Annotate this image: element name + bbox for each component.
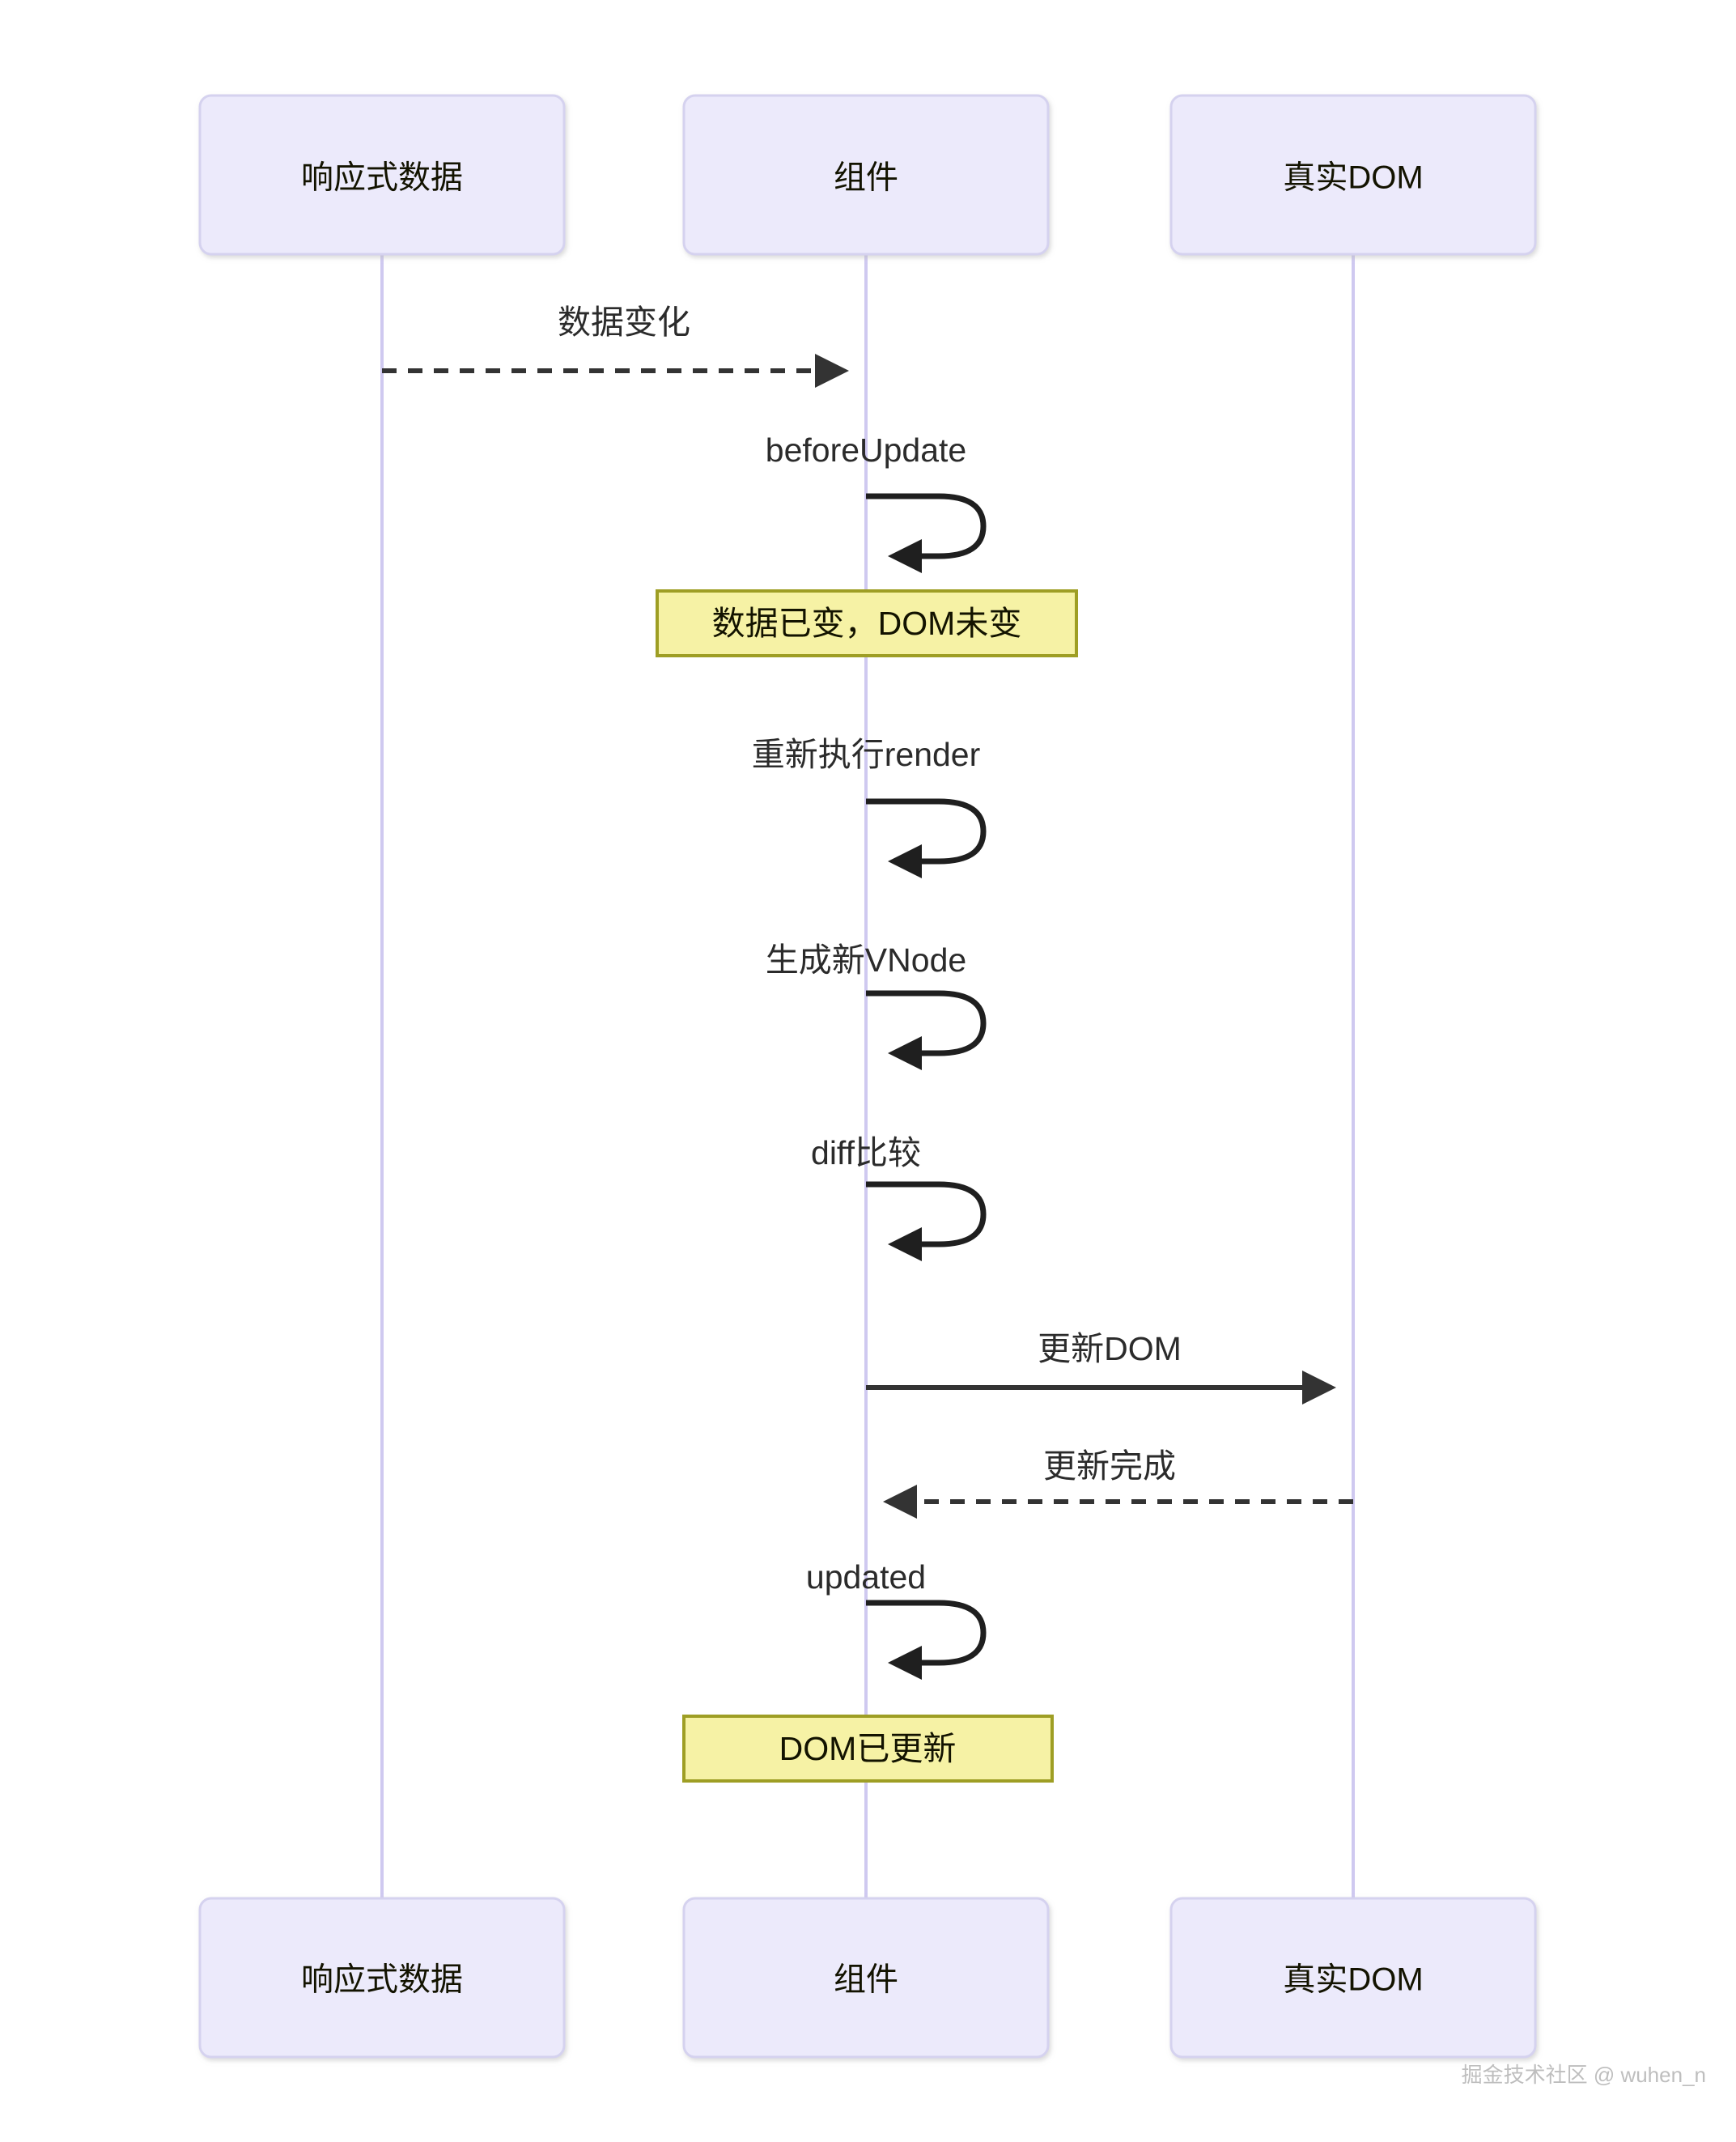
note-dom-updated-text: DOM已更新 (779, 1730, 957, 1767)
actor-top-reactive-data-rect[interactable] (198, 94, 566, 256)
actor-top-real-dom[interactable]: 真实DOM (1169, 94, 1537, 256)
message-data-change: 数据变化 (382, 304, 849, 388)
note-dom-updated: DOM已更新 (682, 1715, 1054, 1783)
actor-bottom-component-rect[interactable] (682, 1897, 1050, 2059)
actor-boxes-top: 响应式数据 组件 真实DOM (198, 94, 1537, 256)
note-data-changed-rect (656, 589, 1078, 657)
message-update-done-label: 更新完成 (1043, 1447, 1176, 1485)
message-updated-hook: updated (806, 1558, 987, 1680)
message-updated-hook-loop (866, 1600, 987, 1680)
note-data-changed-text: 数据已变，DOM未变 (712, 605, 1022, 642)
message-before-update: beforeUpdate (766, 431, 987, 573)
actor-bottom-component[interactable]: 组件 (682, 1897, 1050, 2059)
actor-bottom-real-dom-rect[interactable] (1169, 1897, 1537, 2059)
message-before-update-loop (866, 493, 987, 573)
actor-top-reactive-data-label: 响应式数据 (301, 160, 463, 196)
note-data-changed: 数据已变，DOM未变 (656, 589, 1078, 657)
message-before-update-label: beforeUpdate (766, 431, 966, 469)
message-updated-hook-label: updated (806, 1558, 926, 1596)
lifelines-group (380, 254, 1355, 1898)
actor-bottom-reactive-data-rect[interactable] (198, 1897, 566, 2059)
actor-boxes-bottom: 响应式数据 组件 真实DOM (198, 1897, 1537, 2059)
message-diff-compare: diff比较 (811, 1134, 987, 1261)
actor-top-component-rect[interactable] (682, 94, 1050, 256)
actor-top-real-dom-rect[interactable] (1169, 94, 1537, 256)
message-update-done: 更新完成 (883, 1447, 1353, 1519)
actor-top-real-dom-label: 真实DOM (1283, 160, 1423, 196)
message-update-dom: 更新DOM (866, 1330, 1336, 1405)
actor-bottom-component-label: 组件 (834, 1962, 898, 1998)
message-re-render-label: 重新执行render (752, 736, 981, 773)
actor-bottom-real-dom-label: 真实DOM (1283, 1962, 1423, 1998)
watermark-label: 掘金技术社区 @ wuhen_n (1462, 2063, 1706, 2087)
message-re-render-loop (866, 798, 987, 878)
message-create-vnode-loop (866, 990, 987, 1070)
message-data-change-label: 数据变化 (558, 304, 690, 341)
actor-bottom-real-dom[interactable]: 真实DOM (1169, 1897, 1537, 2059)
actor-bottom-reactive-data-label: 响应式数据 (301, 1962, 463, 1998)
actor-top-component[interactable]: 组件 (682, 94, 1050, 256)
message-update-dom-label: 更新DOM (1038, 1330, 1182, 1367)
message-create-vnode: 生成新VNode (766, 941, 987, 1070)
message-create-vnode-label: 生成新VNode (766, 941, 966, 979)
actor-top-component-label: 组件 (834, 160, 898, 196)
message-diff-compare-label: diff比较 (811, 1134, 921, 1171)
message-diff-compare-loop (866, 1181, 987, 1261)
note-dom-updated-rect (682, 1715, 1054, 1783)
actor-bottom-reactive-data[interactable]: 响应式数据 (198, 1897, 566, 2059)
actor-top-reactive-data[interactable]: 响应式数据 (198, 94, 566, 256)
message-re-render: 重新执行render (752, 736, 987, 878)
